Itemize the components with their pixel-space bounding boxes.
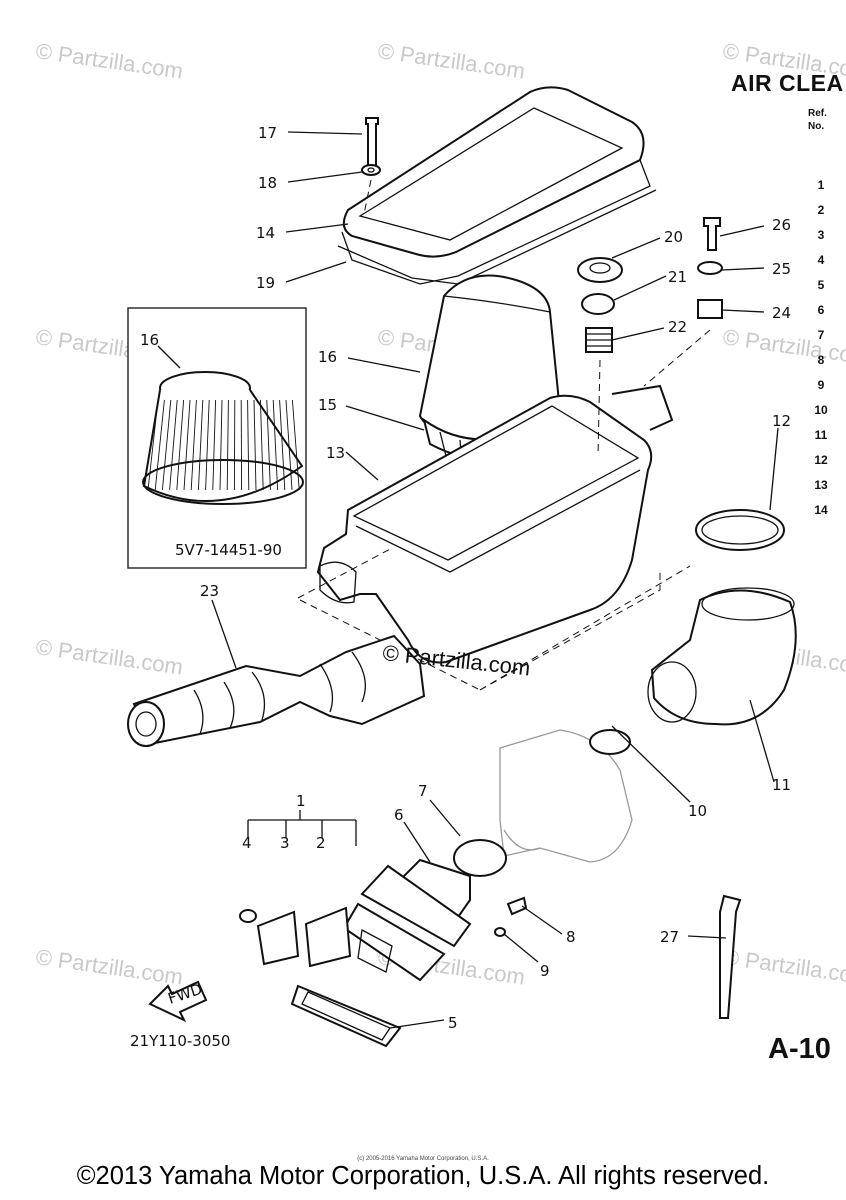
callout-11: 11 [772,776,791,794]
watermark: © Partzilla.com [376,38,526,83]
callout-3: 3 [280,834,290,852]
callout-16: 16 [318,348,337,366]
airbox-housing [297,384,674,691]
watermark: © Partzilla.com [34,944,184,989]
callout-13: 13 [326,444,345,462]
page-title: AIR CLEA [731,70,844,96]
airbox-cover [337,86,657,285]
callout-26: 26 [772,216,791,234]
callout-labels: 17 18 14 19 16 15 13 20 21 22 26 25 24 1… [200,124,791,1032]
callout-1: 1 [296,792,306,810]
callout-8: 8 [566,928,576,946]
inset-callout-label: 16 [140,331,159,349]
callout-25: 25 [772,260,791,278]
callout-12: 12 [772,412,791,430]
page-number: A-10 [768,1033,831,1065]
leader-lines [211,131,779,1029]
ref-number: 8 [817,353,825,367]
ref-number: 6 [817,303,825,317]
ref-number: 2 [817,203,825,217]
ref-number: 4 [817,253,825,267]
elbow-hose [479,509,797,726]
carburetor-outline [499,729,633,863]
ref-number: 14 [814,503,828,517]
inset-box: 16 5V7-14451-90 [127,307,307,569]
callout-10: 10 [688,802,707,820]
callout-4: 4 [242,834,252,852]
inset-part-number: 5V7-14451-90 [175,541,282,559]
callout-20: 20 [664,228,683,246]
callout-7: 7 [418,782,428,800]
ref-number: 12 [814,453,828,467]
strap-part [719,894,742,1019]
pod-filter-drawing [142,371,304,505]
reed-valve-assembly [239,810,528,1048]
callout-24: 24 [772,304,791,322]
ref-number: 5 [817,278,825,292]
callout-2: 2 [316,834,326,852]
small-copyright: (c) 2005-2016 Yamaha Motor Corporation, … [357,1156,489,1162]
callout-15: 15 [318,396,337,414]
watermark: © Partzilla.com [721,944,846,989]
ref-number: 10 [814,403,828,417]
callout-22: 22 [668,318,687,336]
ref-number: 9 [817,378,825,392]
callout-19: 19 [256,274,275,292]
callout-27: 27 [660,928,679,946]
callout-6: 6 [394,806,404,824]
ref-number: 11 [814,428,828,442]
callout-21: 21 [668,268,687,286]
ref-header-line2: No. [808,121,825,132]
callout-9: 9 [540,962,550,980]
callout-14: 14 [256,224,275,242]
fasteners-group [361,117,723,457]
ref-number: 13 [814,478,828,492]
callout-23: 23 [200,582,219,600]
ref-number: 7 [817,328,825,342]
ref-number: 3 [817,228,825,242]
fwd-arrow: FWD [148,980,208,1023]
intake-duct [127,634,426,747]
watermark: © Partzilla.com [34,634,184,679]
callout-17: 17 [258,124,277,142]
callout-5: 5 [448,1014,458,1032]
diagram-code: 21Y110-3050 [130,1032,230,1050]
ref-number: 1 [817,178,825,192]
footer-copyright: ©2013 Yamaha Motor Corporation, U.S.A. A… [76,1162,770,1190]
callout-18: 18 [258,174,277,192]
watermark: © Partzilla.com [34,38,184,83]
ref-column-header: Ref. No. [808,107,827,133]
ref-header-line1: Ref. [808,108,827,119]
